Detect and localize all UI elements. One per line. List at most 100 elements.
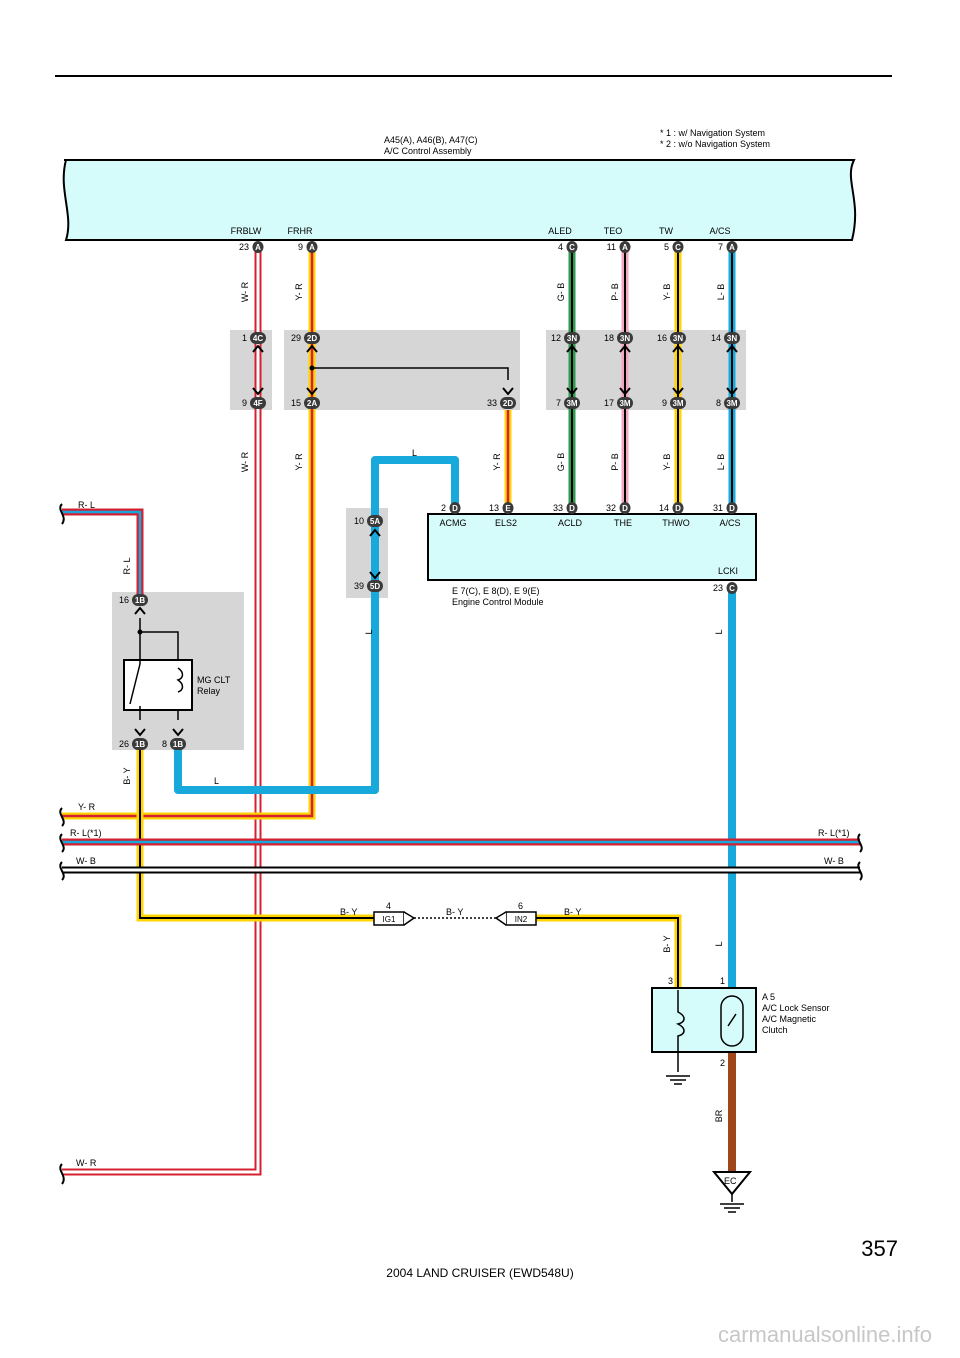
ecm-pin-2-label: D xyxy=(569,504,575,513)
wire-label-r-l-bus-right: R- L(*1) xyxy=(818,828,850,838)
junction-bottom-5-label: 3M xyxy=(672,399,683,408)
junction-bottom-2-num: 33 xyxy=(487,398,497,408)
ecm-terminal-0: ACMG xyxy=(440,518,467,528)
junction-bottom-0-label: 4F xyxy=(253,399,262,408)
junction-bottom-arrow-0 xyxy=(252,387,264,396)
junction5-bottom-label: 5D xyxy=(370,582,380,591)
wire-b-y xyxy=(136,748,682,990)
ac-terminal-5: A/CS xyxy=(709,226,730,236)
wire-y-r xyxy=(62,248,316,820)
ecm-pin-5-num: 31 xyxy=(713,503,723,513)
ig1-num: 4 xyxy=(386,901,391,911)
in2-name: IN2 xyxy=(515,915,528,924)
relay-br-arrow xyxy=(172,728,184,737)
ecm-terminal-2: ACLD xyxy=(558,518,583,528)
ac-pin-0-label: A xyxy=(255,243,261,252)
ecm-pin-0-num: 2 xyxy=(441,503,446,513)
wire-label-b-y-1: B- Y xyxy=(340,907,357,917)
ecm-lcki-pin-badge xyxy=(726,582,738,594)
ac-terminal-0: FRBLW xyxy=(231,226,262,236)
junction-top-5-label: 3N xyxy=(727,334,737,343)
sensor-name-2: A/C Magnetic xyxy=(762,1014,817,1024)
junction-top-arrow-1 xyxy=(306,344,318,353)
ecm-pin-1-num: 13 xyxy=(489,503,499,513)
ecm-pin-1-badge xyxy=(502,502,514,514)
junction-bottom-arrow-6 xyxy=(726,387,738,396)
wire-label-b-y-3: B- Y xyxy=(564,907,581,917)
wire-label-l-sensor: L xyxy=(714,941,724,946)
sensor-internal xyxy=(675,990,744,1072)
relay-bottom-right-badge xyxy=(170,738,186,750)
wire-junction-2d xyxy=(312,367,509,380)
ac-terminal-3: TEO xyxy=(604,226,623,236)
wire-label-upper-3: P- B xyxy=(610,283,620,301)
wire-label-lower-2: Y- R xyxy=(492,453,502,471)
ecm-terminal-5: A/CS xyxy=(719,518,740,528)
ecm-pin-1-label: E xyxy=(505,504,511,513)
sensor-ground-icon xyxy=(666,1075,690,1085)
relay-bottom-left-label: 1B xyxy=(135,740,145,749)
relay-bottom-left-badge xyxy=(132,738,148,750)
junction-top-1-badge xyxy=(304,332,320,344)
wire-label-lower-1: Y- R xyxy=(294,453,304,471)
ecm-pin-5-badge xyxy=(726,502,738,514)
assembly-name: A/C Control Assembly xyxy=(384,146,472,156)
ig-connectors xyxy=(373,911,537,926)
junction-block-2 xyxy=(284,330,520,410)
sensor-pin-2: 2 xyxy=(720,1058,725,1068)
ecm-pin-4-badge xyxy=(672,502,684,514)
junction-top-5-num: 14 xyxy=(711,333,721,343)
wire-r-l xyxy=(62,508,144,596)
ac-terminal-2: ALED xyxy=(548,226,572,236)
ecm-name: Engine Control Module xyxy=(452,597,544,607)
wire-label-upper-5: L- B xyxy=(716,284,726,301)
ecm-pin-4-label: D xyxy=(675,504,681,513)
junction-bottom-arrow-4 xyxy=(619,387,631,396)
ac-pin-4-num: 5 xyxy=(664,242,669,252)
ecm-box xyxy=(427,513,757,581)
ac-terminal-1: FRHR xyxy=(288,226,313,236)
junction-top-0-num: 1 xyxy=(242,333,247,343)
junction-bottom-6-badge xyxy=(724,397,740,409)
assembly-codes: A45(A), A46(B), A47(C) xyxy=(384,135,478,145)
sensor-pin-1: 1 xyxy=(720,976,725,986)
junction5-bottom-badge xyxy=(367,580,383,592)
wire-label-l-top: L xyxy=(412,448,417,458)
ecm-pin-0-badge xyxy=(449,502,461,514)
junction-bottom-arrow-1 xyxy=(306,387,318,396)
sensor-code: A 5 xyxy=(762,992,775,1002)
junction-top-arrow-2 xyxy=(566,344,578,353)
ecm-pin-0-label: D xyxy=(452,504,458,513)
relay-top-pin-label: 1B xyxy=(135,596,145,605)
wire-label-w-b-left: W- B xyxy=(76,856,96,866)
ac-pin-3-badge xyxy=(619,241,631,253)
ecm-pin-5-label: D xyxy=(729,504,735,513)
relay-top-pin-num: 16 xyxy=(119,595,129,605)
ecm-pin-3-label: D xyxy=(622,504,628,513)
junction-top-4-num: 16 xyxy=(657,333,667,343)
ac-pin-1-num: 9 xyxy=(298,242,303,252)
junction-bottom-0-num: 9 xyxy=(242,398,247,408)
note-1: * 1 : w/ Navigation System xyxy=(660,128,765,138)
ec-ground-triangle xyxy=(711,1171,753,1196)
relay-top-pin-badge xyxy=(132,594,148,606)
ecm-codes: E 7(C), E 8(D), E 9(E) xyxy=(452,586,540,596)
relay-name-2: Relay xyxy=(197,686,221,696)
wire-w-r xyxy=(62,248,262,1176)
ecm-pin-2-num: 33 xyxy=(553,503,563,513)
ac-pin-4-label: C xyxy=(675,243,681,252)
sensor-pin-3: 3 xyxy=(668,976,673,986)
ecm-pin-3-num: 32 xyxy=(606,503,616,513)
ground-ec-label: EC xyxy=(724,1176,737,1186)
ac-pin-0-num: 23 xyxy=(239,242,249,252)
ac-pin-0-badge xyxy=(252,241,264,253)
junction-top-0-badge xyxy=(250,332,266,344)
junction-top-3-label: 3N xyxy=(620,334,630,343)
junction-bottom-4-num: 17 xyxy=(604,398,614,408)
wire-label-r-l-bus-left: R- L(*1) xyxy=(70,828,102,838)
junction-bottom-3-num: 7 xyxy=(556,398,561,408)
watermark: carmanualsonline.info xyxy=(717,1322,932,1347)
junction-block-4 xyxy=(230,330,272,410)
